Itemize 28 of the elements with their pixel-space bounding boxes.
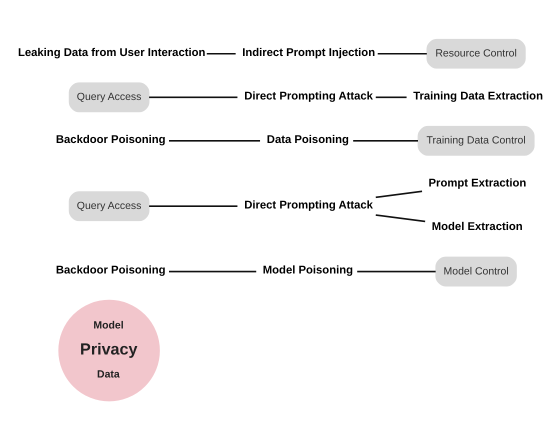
node-text: Data Poisoning xyxy=(266,134,349,146)
node-box: Query Access xyxy=(68,191,150,222)
connector xyxy=(376,96,407,98)
connector xyxy=(149,96,238,98)
connector xyxy=(353,140,418,142)
connector xyxy=(169,140,260,142)
connector xyxy=(376,190,422,198)
node-box: Model Control xyxy=(435,256,517,286)
node-text: Direct Prompting Attack xyxy=(244,90,373,102)
node-text: Prompt Extraction xyxy=(428,178,526,190)
node-text: Backdoor Poisoning xyxy=(56,264,166,277)
node-box: Resource Control xyxy=(426,38,526,69)
node-text: Model Extraction xyxy=(432,221,523,234)
node-text: Direct Prompting Attack xyxy=(244,199,373,212)
node-text: Training Data Extraction xyxy=(413,90,543,102)
node-text: Indirect Prompt Injection xyxy=(242,46,376,59)
node-box: Query Access xyxy=(68,82,150,112)
connector xyxy=(376,214,426,222)
node-text: Model Poisoning xyxy=(262,264,354,277)
node-box: Training Data Control xyxy=(418,126,535,156)
connector xyxy=(206,52,236,55)
connector xyxy=(149,205,238,207)
connector xyxy=(378,52,427,55)
node-text: Leaking Data from User Interaction xyxy=(18,46,206,59)
node-circle: Model Privacy Data xyxy=(58,300,160,402)
connector xyxy=(357,270,436,272)
connector xyxy=(169,270,256,272)
node-text: Backdoor Poisoning xyxy=(56,134,166,146)
